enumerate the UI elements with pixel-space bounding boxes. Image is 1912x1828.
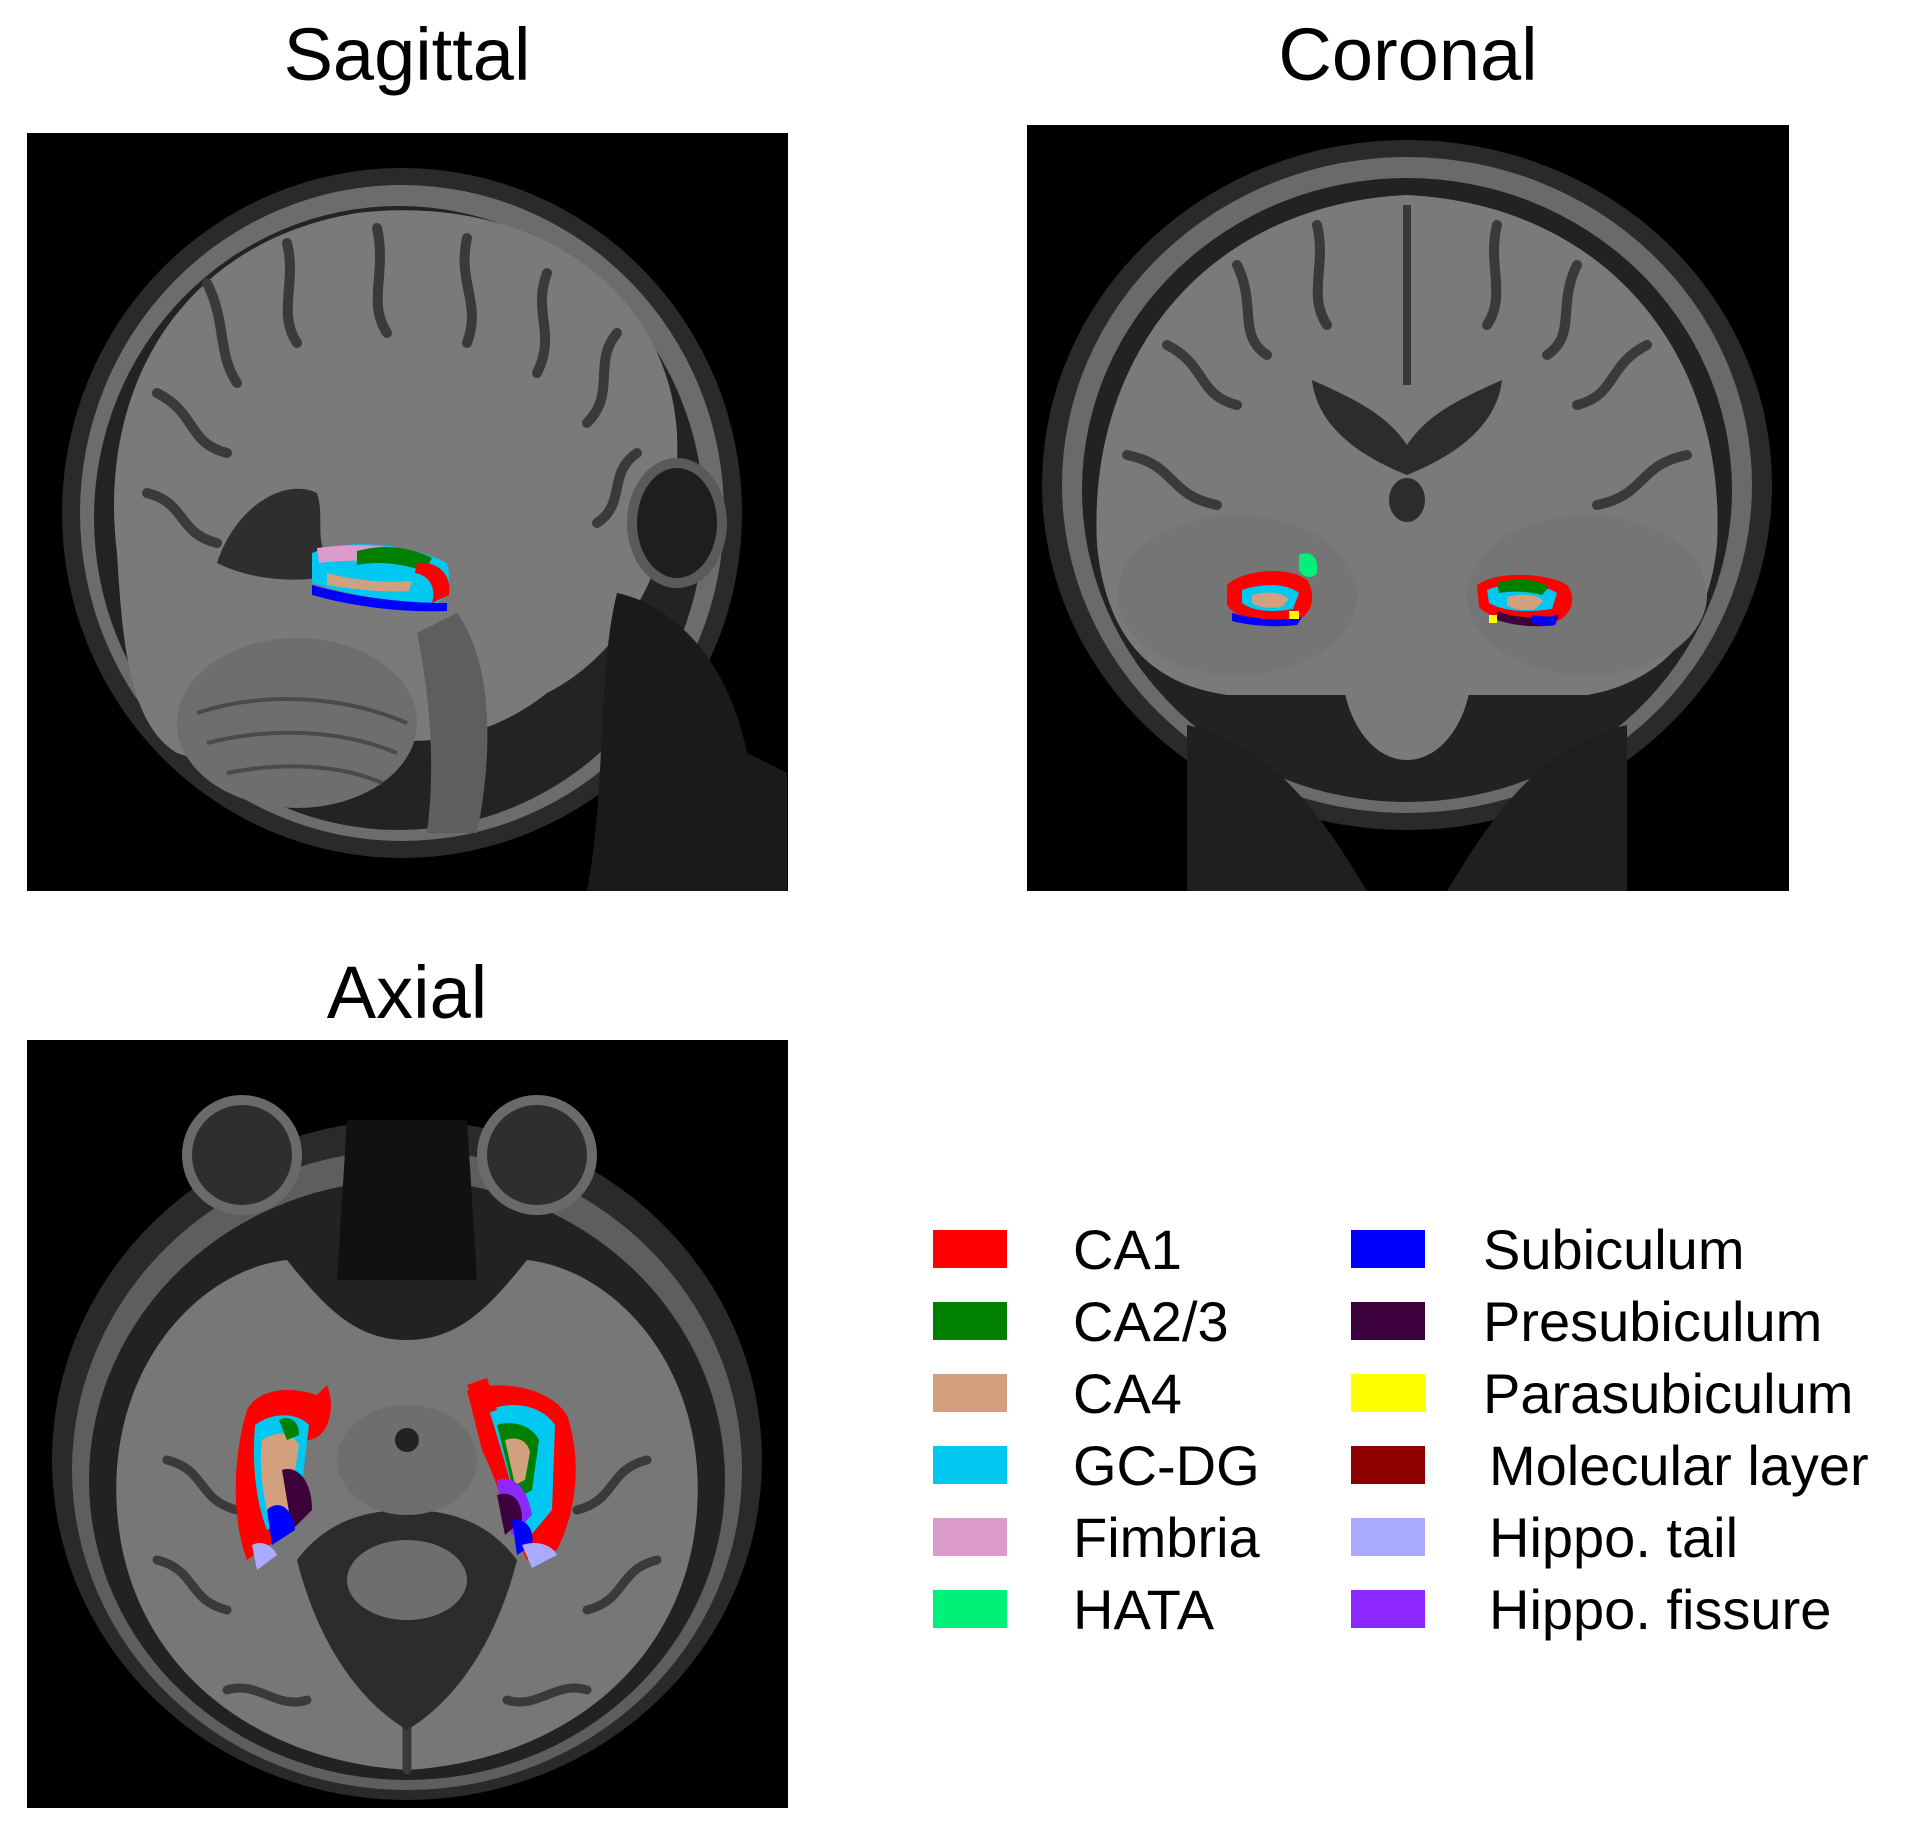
legend-label: Subiculum — [1483, 1218, 1745, 1281]
coronal-title: Coronal — [1278, 13, 1538, 96]
legend-item-fimbria: Fimbria — [933, 1510, 1493, 1590]
coronal-mri-image — [1027, 125, 1789, 891]
legend-swatch — [933, 1518, 1007, 1556]
axial-mri-image — [27, 1040, 788, 1808]
legend: CA1 CA2/3 CA4 GC-DG Fimbria HATA Subicul… — [933, 1222, 1912, 1650]
legend-swatch — [1351, 1590, 1425, 1628]
legend-label: GC-DG — [1073, 1434, 1260, 1497]
legend-label: Hippo. fissure — [1489, 1578, 1832, 1641]
legend-swatch — [1351, 1518, 1425, 1556]
legend-item-hippo-tail: Hippo. tail — [1351, 1510, 1911, 1590]
sagittal-mri-image — [27, 133, 788, 891]
legend-label: Parasubiculum — [1483, 1362, 1854, 1425]
legend-swatch — [933, 1590, 1007, 1628]
legend-item-molecular-layer: Molecular layer — [1351, 1438, 1911, 1518]
legend-swatch — [1351, 1230, 1425, 1268]
legend-swatch — [933, 1302, 1007, 1340]
legend-item-hata: HATA — [933, 1582, 1493, 1662]
right-hippocampus-overlay — [1477, 574, 1573, 627]
sagittal-brain-drawing — [62, 168, 787, 891]
left-hippocampus-overlay — [1227, 553, 1318, 627]
legend-item-hippo-fissure: Hippo. fissure — [1351, 1582, 1911, 1662]
legend-item-subiculum: Subiculum — [1351, 1222, 1911, 1302]
legend-item-ca1: CA1 — [933, 1222, 1493, 1302]
axial-title: Axial — [326, 951, 488, 1034]
legend-item-ca2-3: CA2/3 — [933, 1294, 1493, 1374]
legend-swatch — [933, 1230, 1007, 1268]
legend-swatch — [1351, 1302, 1425, 1340]
legend-label: HATA — [1073, 1578, 1215, 1641]
legend-item-presubiculum: Presubiculum — [1351, 1294, 1911, 1374]
legend-swatch — [933, 1374, 1007, 1412]
left-hippocampus-axial-overlay — [235, 1385, 331, 1570]
hippocampus-segmentation-overlay — [312, 544, 450, 612]
legend-label: CA1 — [1073, 1218, 1182, 1281]
legend-swatch — [933, 1446, 1007, 1484]
coronal-brain-drawing — [1042, 140, 1772, 891]
sagittal-title: Sagittal — [283, 13, 531, 96]
legend-label: Molecular layer — [1489, 1434, 1869, 1497]
legend-item-gc-dg: GC-DG — [933, 1438, 1493, 1518]
legend-label: CA4 — [1073, 1362, 1182, 1425]
axial-brain-drawing — [52, 1095, 762, 1800]
legend-item-ca4: CA4 — [933, 1366, 1493, 1446]
legend-label: Fimbria — [1073, 1506, 1260, 1569]
right-hippocampus-axial-overlay — [467, 1378, 576, 1568]
legend-label: Hippo. tail — [1489, 1506, 1739, 1569]
legend-swatch — [1351, 1446, 1425, 1484]
legend-label: CA2/3 — [1073, 1290, 1229, 1353]
legend-label: Presubiculum — [1483, 1290, 1823, 1353]
legend-item-parasubiculum: Parasubiculum — [1351, 1366, 1911, 1446]
legend-swatch — [1351, 1374, 1425, 1412]
